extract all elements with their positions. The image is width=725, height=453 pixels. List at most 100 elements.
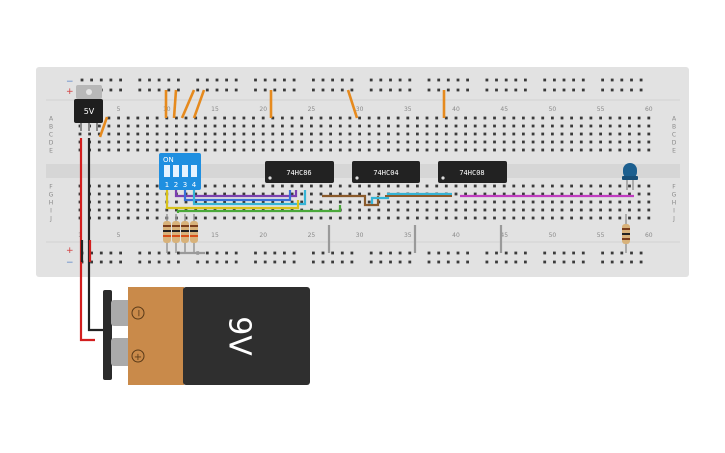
breadboard-hole[interactable] [464,148,467,152]
breadboard-hole[interactable] [493,200,496,204]
breadboard-hole[interactable] [261,132,265,136]
breadboard-hole[interactable] [234,260,238,264]
breadboard-hole[interactable] [541,132,545,136]
breadboard-hole[interactable] [581,78,585,82]
breadboard-hole[interactable] [90,251,93,255]
breadboard-hole[interactable] [157,260,161,264]
breadboard-hole[interactable] [608,208,612,212]
breadboard-hole[interactable] [165,208,169,212]
breadboard-hole[interactable] [541,184,545,188]
breadboard-hole[interactable] [618,140,622,144]
breadboard-hole[interactable] [473,192,477,196]
breadboard-hole[interactable] [485,260,489,264]
breadboard-hole[interactable] [312,260,315,264]
breadboard-hole[interactable] [493,132,496,136]
breadboard-hole[interactable] [242,140,246,144]
breadboard-hole[interactable] [319,216,323,220]
breadboard-hole[interactable] [396,216,400,220]
breadboard-hole[interactable] [408,88,412,92]
breadboard-hole[interactable] [630,260,633,264]
breadboard-hole[interactable] [435,216,439,220]
breadboard-hole[interactable] [254,260,257,264]
breadboard-hole[interactable] [454,192,458,196]
breadboard-hole[interactable] [543,260,547,264]
breadboard-hole[interactable] [319,200,323,204]
breadboard-hole[interactable] [184,132,188,136]
breadboard-hole[interactable] [271,148,275,152]
breadboard-hole[interactable] [502,184,506,188]
breadboard-hole[interactable] [406,216,410,220]
breadboard-hole[interactable] [107,208,111,212]
breadboard-hole[interactable] [608,116,612,120]
breadboard-hole[interactable] [148,251,151,255]
breadboard-hole[interactable] [203,124,207,128]
resistor-led[interactable] [622,214,630,253]
breadboard-hole[interactable] [271,132,275,136]
breadboard-hole[interactable] [435,132,439,136]
breadboard-hole[interactable] [290,148,294,152]
breadboard-hole[interactable] [473,132,477,136]
wire-orange-jumper[interactable] [192,89,206,119]
breadboard-hole[interactable] [551,116,554,120]
breadboard-hole[interactable] [647,192,651,196]
breadboard-hole[interactable] [367,116,371,120]
breadboard-hole[interactable] [579,132,583,136]
breadboard-hole[interactable] [350,260,354,264]
breadboard-hole[interactable] [338,116,342,120]
breadboard-hole[interactable] [454,148,458,152]
breadboard-hole[interactable] [435,208,439,212]
breadboard-hole[interactable] [223,192,226,196]
breadboard-hole[interactable] [406,184,410,188]
breadboard-hole[interactable] [601,78,604,82]
breadboard-hole[interactable] [570,116,573,120]
breadboard-hole[interactable] [553,88,556,92]
breadboard-hole[interactable] [261,116,265,120]
breadboard-hole[interactable] [416,116,419,120]
breadboard-hole[interactable] [165,140,169,144]
breadboard-hole[interactable] [620,78,624,82]
breadboard-hole[interactable] [483,208,487,212]
wire-cyan-2[interactable] [370,192,452,204]
breadboard-hole[interactable] [589,192,593,196]
breadboard-hole[interactable] [504,260,508,264]
breadboard-hole[interactable] [502,124,506,128]
breadboard-hole[interactable] [146,208,149,212]
breadboard-hole[interactable] [512,208,516,212]
breadboard-hole[interactable] [348,184,352,188]
breadboard-hole[interactable] [281,216,284,220]
breadboard-hole[interactable] [599,124,602,128]
breadboard-hole[interactable] [464,124,467,128]
dip-switch[interactable]: ON 1 2 3 4 [159,153,201,190]
breadboard-hole[interactable] [119,88,122,92]
breadboard-hole[interactable] [138,260,142,264]
breadboard-hole[interactable] [261,184,265,188]
breadboard-hole[interactable] [254,88,257,92]
breadboard-hole[interactable] [281,200,284,204]
breadboard-hole[interactable] [196,88,200,92]
breadboard-hole[interactable] [213,192,217,196]
breadboard-hole[interactable] [531,208,535,212]
breadboard-hole[interactable] [107,140,111,144]
breadboard-hole[interactable] [599,208,602,212]
breadboard-hole[interactable] [358,140,361,144]
breadboard-hole[interactable] [126,200,130,204]
breadboard-hole[interactable] [310,192,313,196]
breadboard-hole[interactable] [531,200,535,204]
breadboard-hole[interactable] [416,148,419,152]
breadboard-hole[interactable] [628,208,631,212]
breadboard-hole[interactable] [165,148,169,152]
breadboard-hole[interactable] [117,216,120,220]
breadboard-hole[interactable] [261,124,265,128]
breadboard-hole[interactable] [292,260,296,264]
breadboard-hole[interactable] [223,116,226,120]
breadboard-hole[interactable] [531,132,535,136]
breadboard-hole[interactable] [464,184,467,188]
breadboard-hole[interactable] [466,251,469,255]
breadboard-hole[interactable] [136,200,140,204]
breadboard-hole[interactable] [232,200,236,204]
breadboard-hole[interactable] [184,124,188,128]
breadboard-hole[interactable] [637,132,641,136]
breadboard-hole[interactable] [184,216,188,220]
breadboard-hole[interactable] [223,148,226,152]
breadboard-hole[interactable] [493,192,496,196]
